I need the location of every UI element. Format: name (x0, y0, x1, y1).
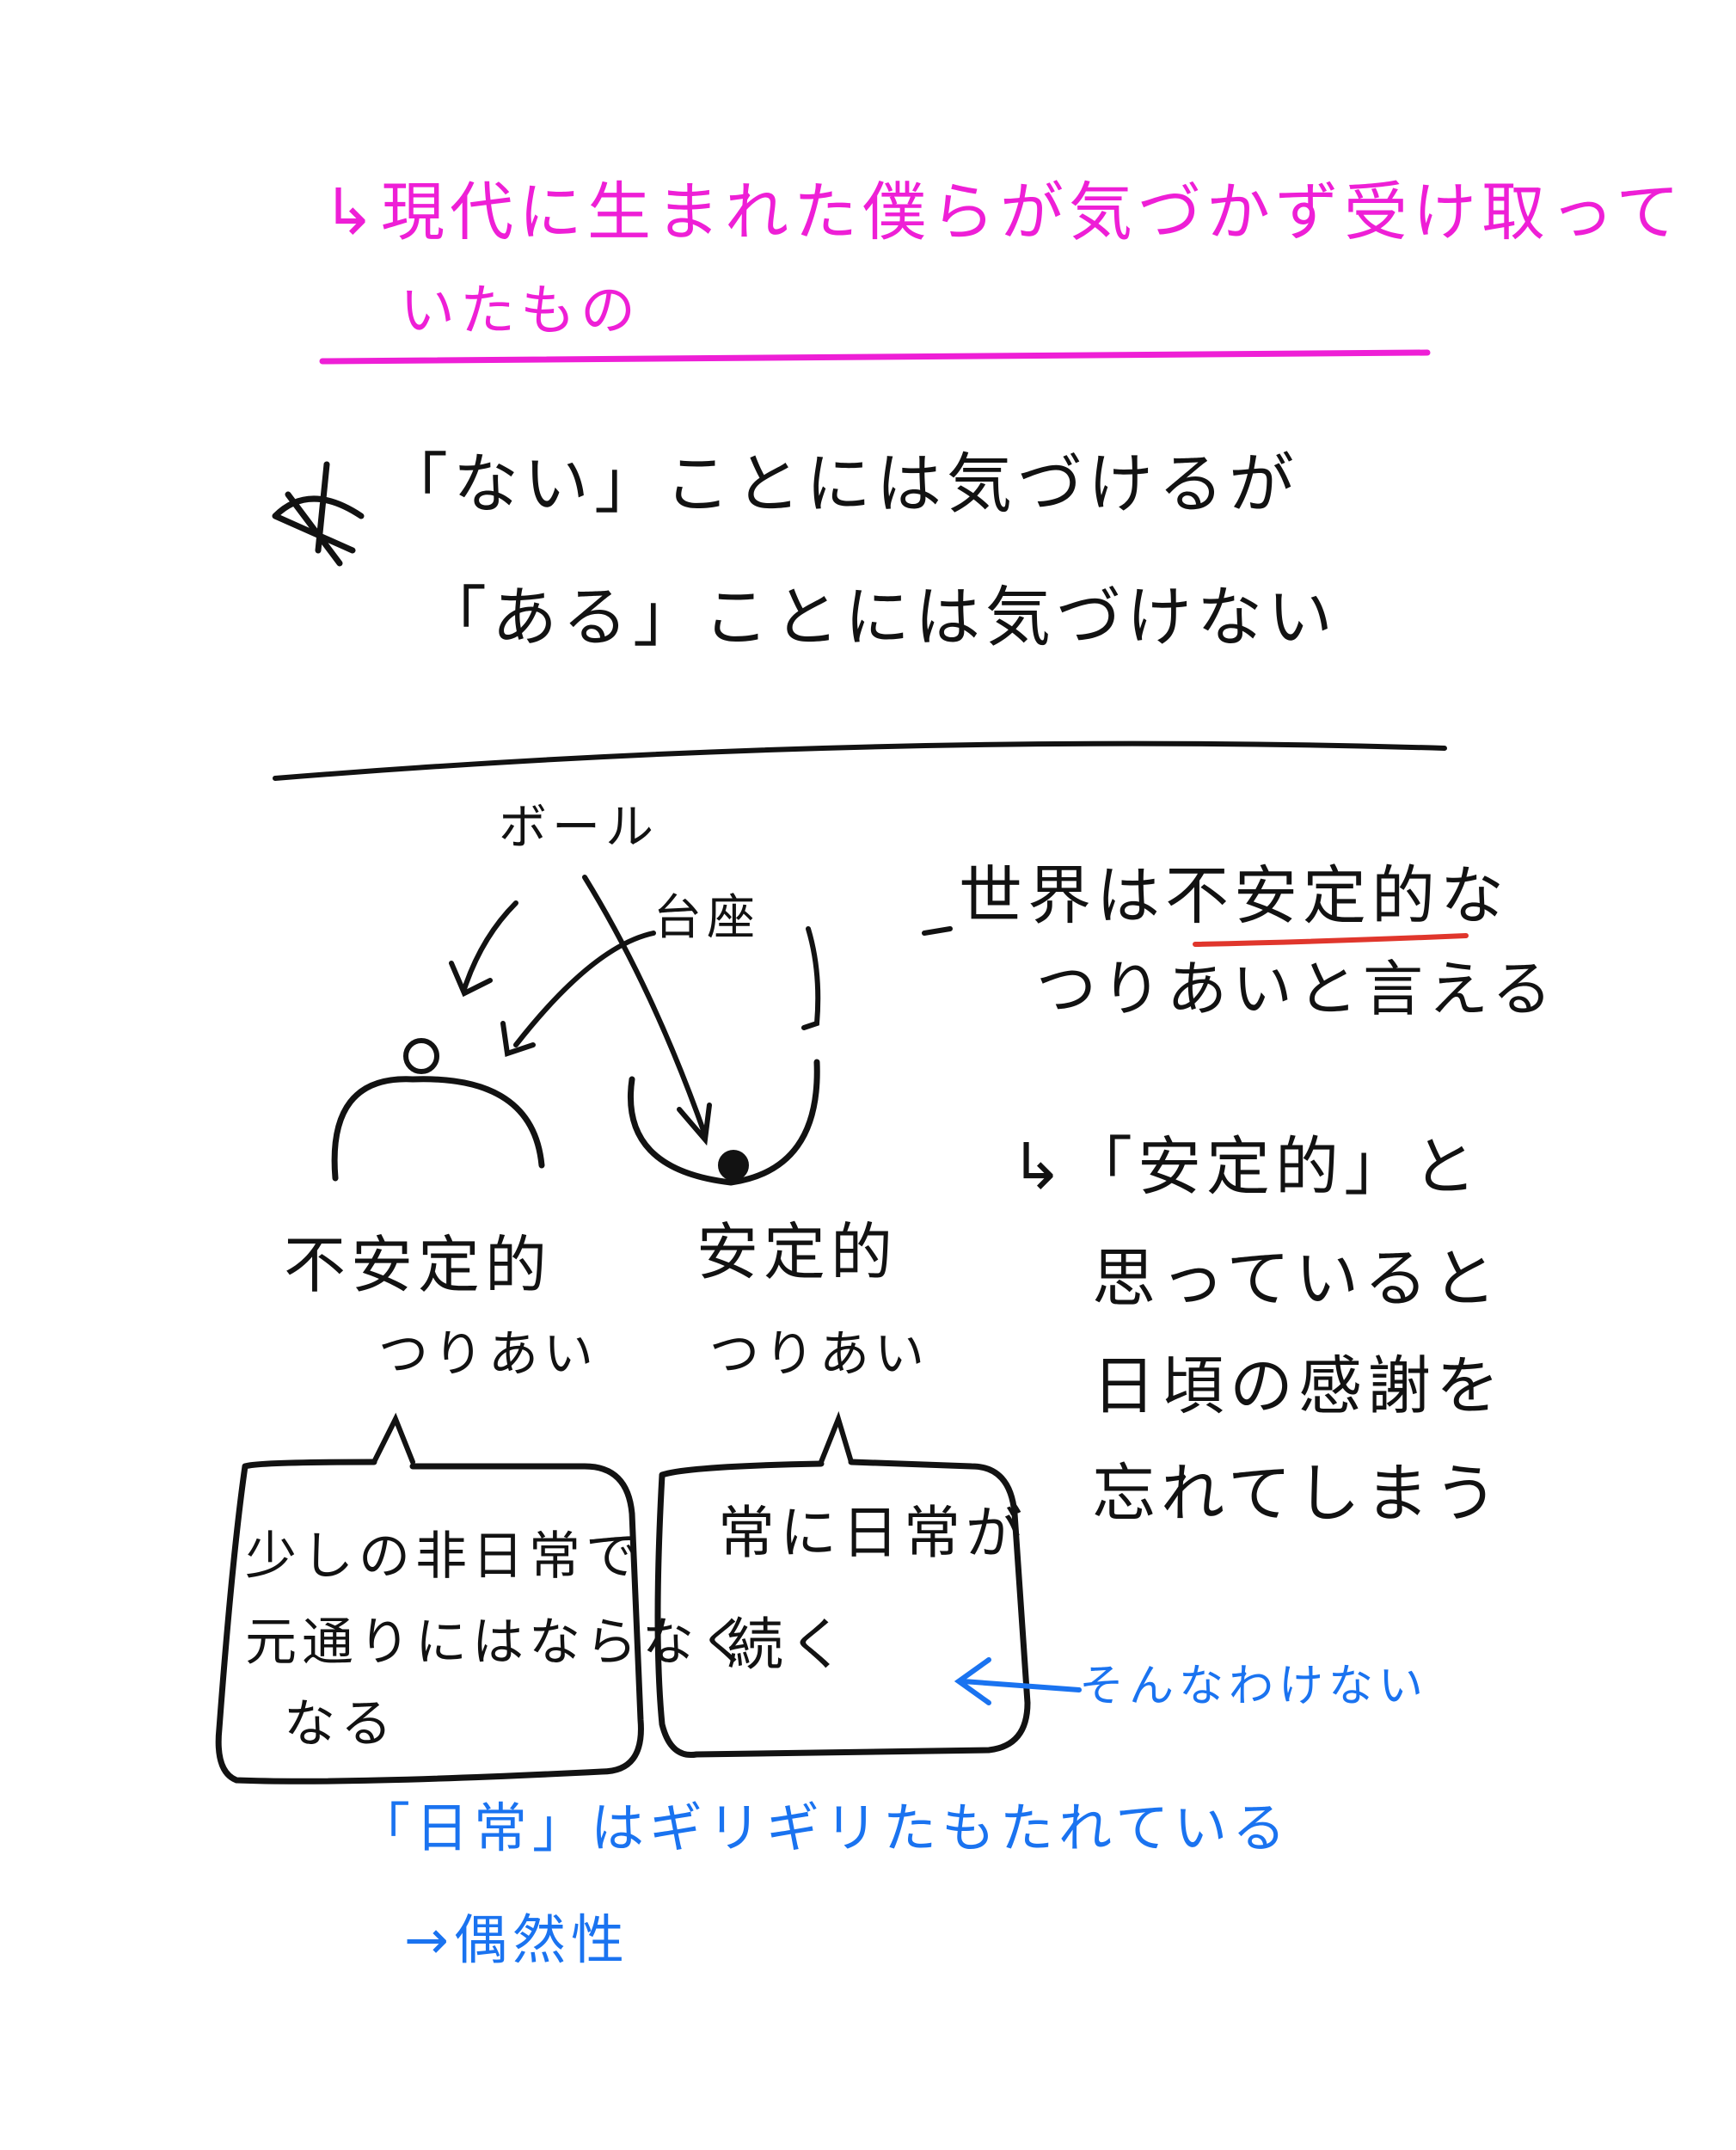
stand-arrow-left (500, 931, 656, 1057)
right-note-line-4: 思っていると (1092, 1242, 1502, 1316)
blue-arrow (954, 1657, 1082, 1705)
star-icon (272, 461, 365, 567)
stable-box (654, 1459, 1031, 1759)
unstable-box (215, 1459, 644, 1784)
stable-box-line-1: 常に日常が (718, 1500, 1027, 1566)
stand-label: 台座 (653, 890, 760, 946)
right-note-line-1: 世界は不安定的な (959, 859, 1509, 933)
unstable-box-line-3: なる (284, 1694, 397, 1754)
right-note-line-5: 日頃の感謝を (1092, 1349, 1505, 1423)
section-divider (273, 740, 1447, 781)
red-underline (1193, 933, 1469, 947)
stable-sub-label: つりあい (709, 1324, 930, 1383)
right-note-line-3: ↳「安定的」と (1010, 1130, 1482, 1204)
blue-note-line-2: →偶然性 (404, 1908, 629, 1971)
ball-in-valley (718, 1150, 749, 1181)
unstable-caret (371, 1412, 415, 1465)
header-line-2: いたもの (400, 280, 641, 343)
right-note-line-2: つりあいと言える (1036, 954, 1557, 1024)
unstable-sub-label: つりあい (378, 1324, 599, 1383)
unstable-box-line-1: 少しの非日常で (245, 1526, 642, 1587)
stable-caret (819, 1410, 854, 1465)
unstable-box-line-2: 元通りにはならなく (245, 1612, 756, 1673)
blue-note-line-1: 「日常」はギリギリたもたれている (357, 1797, 1291, 1859)
stable-box-line-2: 続く (727, 1612, 850, 1678)
ball-arrow-right (582, 875, 712, 1146)
header-line-1: ↳現代に生まれた僕らが気づかず受け取って (322, 175, 1685, 249)
ball-on-hill (403, 1038, 439, 1074)
note-line-2: 「ある」ことには気づけない (421, 579, 1338, 655)
lead-dash (922, 926, 953, 936)
blue-arrow-note: そんなわけない (1079, 1661, 1429, 1712)
stable-label: 安定的 (696, 1216, 899, 1288)
unstable-label: 不安定的 (284, 1229, 553, 1301)
header-underline (319, 349, 1431, 365)
right-note-line-6: 忘れてしまう (1092, 1457, 1503, 1531)
ball-label: ボール (499, 800, 659, 856)
note-line-1: 「ない」ことには気づけるが (383, 445, 1299, 522)
ball-arrow-left (449, 900, 518, 998)
unstable-hill (331, 1076, 545, 1182)
stand-bracket-right (801, 926, 821, 1030)
stable-valley (628, 1059, 820, 1186)
